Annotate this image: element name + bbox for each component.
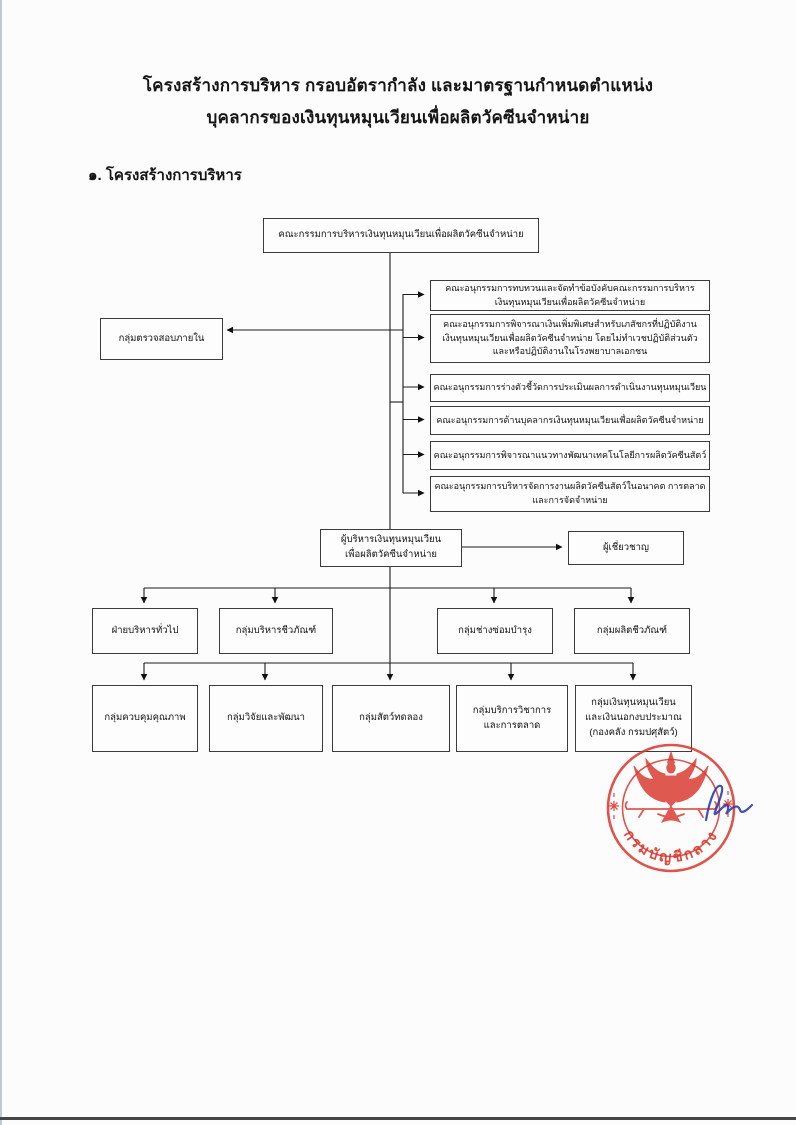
box-maintenance: กลุ่มช่างซ่อมบำรุง bbox=[437, 608, 553, 654]
subcommittee-2-line2: เงินทุนหมุนเวียนเพื่อผลิตวัคซีนจำหน่าย โ… bbox=[442, 332, 698, 343]
box-biologics-production: กลุ่มผลิตชีวภัณฑ์ bbox=[574, 608, 690, 654]
subcommittee-1-line1: คณะอนุกรรมการทบทวนและจัดทำข้อบังคับคณะกร… bbox=[445, 282, 695, 293]
maintenance-label: กลุ่มช่างซ่อมบำรุง bbox=[458, 624, 532, 636]
seal-ornament-left bbox=[609, 793, 619, 819]
box-subcommittee-5: คณะอนุกรรมการพิจารณาแนวทางพัฒนาเทคโนโลยี… bbox=[430, 441, 710, 470]
box-internal-audit: กลุ่มตรวจสอบภายใน bbox=[100, 318, 223, 360]
box-board-committee: คณะกรรมการบริหารเงินทุนหมุนเวียนเพื่อผลิ… bbox=[263, 218, 539, 253]
box-subcommittee-4: คณะอนุกรรมการด้านบุคลากรเงินทุนหมุนเวียน… bbox=[430, 406, 710, 435]
official-seal: กรมบัญชีกลาง bbox=[596, 736, 756, 876]
research-development-label: กลุ่มวิจัยและพัฒนา bbox=[226, 712, 306, 724]
fund-director-line1: ผู้บริหารเงินทุนหมุนเวียน bbox=[340, 534, 442, 546]
page-title: โครงสร้างการบริหาร กรอบอัตรากำลัง และมาต… bbox=[0, 70, 796, 134]
signature-stroke bbox=[704, 784, 754, 822]
box-expert: ผู้เชี่ยวชาญ bbox=[568, 531, 684, 565]
academic-services-line1: กลุ่มบริการวิชาการ bbox=[472, 704, 552, 716]
section-heading: ๑. โครงสร้างการบริหาร bbox=[88, 167, 242, 184]
biologics-production-label: กลุ่มผลิตชีวภัณฑ์ bbox=[596, 624, 668, 636]
box-lab-animals: กลุ่มสัตว์ทดลอง bbox=[332, 685, 450, 752]
scan-edge-left bbox=[0, 0, 2, 1125]
expert-label: ผู้เชี่ยวชาญ bbox=[602, 541, 650, 553]
box-board-committee-label: คณะกรรมการบริหารเงินทุนหมุนเวียนเพื่อผลิ… bbox=[278, 229, 524, 241]
subcommittee-3-line1: คณะอนุกรรมการร่างตัวชี้วัดการประเมินผลกา… bbox=[433, 382, 707, 393]
lab-animals-label: กลุ่มสัตว์ทดลอง bbox=[359, 712, 423, 724]
subcommittee-5-line1: คณะอนุกรรมการพิจารณาแนวทางพัฒนาเทคโนโลยี… bbox=[433, 449, 707, 460]
scan-edge-bottom bbox=[0, 1117, 796, 1120]
subcommittee-6-line2: และการจัดจำหน่าย bbox=[532, 495, 608, 505]
garuda-emblem bbox=[624, 750, 718, 824]
box-subcommittee-3: คณะอนุกรรมการร่างตัวชี้วัดการประเมินผลกา… bbox=[430, 374, 710, 402]
box-academic-services: กลุ่มบริการวิชาการ และการตลาด bbox=[456, 685, 568, 752]
page-title-line2: บุคลากรของเงินทุนหมุนเวียนเพื่อผลิตวัคซี… bbox=[206, 108, 590, 127]
subcommittee-6-line1: คณะอนุกรรมการบริหารจัดการงานผลิตวัคซีนสั… bbox=[434, 481, 706, 492]
box-biologics-administration: กลุ่มบริหารชีวภัณฑ์ bbox=[219, 608, 333, 654]
signature-graphic bbox=[704, 784, 754, 822]
signature bbox=[690, 772, 762, 844]
subcommittee-2-line3: และหรือปฏิบัติงานในโรงพยาบาลเอกชน bbox=[492, 346, 648, 357]
box-internal-audit-label: กลุ่มตรวจสอบภายใน bbox=[118, 332, 205, 344]
box-research-development: กลุ่มวิจัยและพัฒนา bbox=[209, 685, 323, 752]
biologics-administration-label: กลุ่มบริหารชีวภัณฑ์ bbox=[235, 624, 317, 636]
page-title-line1: โครงสร้างการบริหาร กรอบอัตรากำลัง และมาต… bbox=[142, 76, 654, 95]
quality-control-label: กลุ่มควบคุมคุณภาพ bbox=[104, 712, 186, 724]
academic-services-line2: และการตลาด bbox=[483, 719, 541, 731]
box-general-administration: ฝ่ายบริหารทั่วไป bbox=[92, 608, 198, 654]
box-quality-control: กลุ่มควบคุมคุณภาพ bbox=[92, 685, 198, 752]
general-administration-label: ฝ่ายบริหารทั่วไป bbox=[111, 624, 179, 636]
revolving-fund-finance-line1: กลุ่มเงินทุนหมุนเวียน bbox=[591, 697, 676, 709]
seal-ornament-right bbox=[723, 791, 733, 817]
revolving-fund-finance-line3: (กองคลัง กรมปศุสัตว์) bbox=[589, 726, 678, 738]
box-subcommittee-2: คณะอนุกรรมการพิจารณาเงินเพิ่มพิเศษสำหรับ… bbox=[430, 314, 710, 363]
box-subcommittee-6: คณะอนุกรรมการบริหารจัดการงานผลิตวัคซีนสั… bbox=[430, 476, 710, 512]
seal-graphic: กรมบัญชีกลาง bbox=[606, 743, 736, 873]
seal-ornaments bbox=[609, 791, 733, 819]
fund-director-line2: เพื่อผลิตวัคซีนจำหน่าย bbox=[345, 549, 437, 560]
box-subcommittee-1: คณะอนุกรรมการทบทวนและจัดทำข้อบังคับคณะกร… bbox=[430, 280, 710, 311]
subcommittee-1-line2: เงินทุนหมุนเวียนเพื่อผลิตวัคซีนจำหน่าย bbox=[494, 296, 646, 307]
revolving-fund-finance-line2: และเงินนอกงบประมาณ bbox=[585, 712, 682, 724]
subcommittee-2-line1: คณะอนุกรรมการพิจารณาเงินเพิ่มพิเศษสำหรับ… bbox=[443, 318, 697, 329]
box-fund-director: ผู้บริหารเงินทุนหมุนเวียน เพื่อผลิตวัคซี… bbox=[320, 529, 462, 567]
subcommittee-4-line1: คณะอนุกรรมการด้านบุคลากรเงินทุนหมุนเวียน… bbox=[436, 414, 704, 425]
box-revolving-fund-finance: กลุ่มเงินทุนหมุนเวียน และเงินนอกงบประมาณ… bbox=[575, 685, 692, 752]
